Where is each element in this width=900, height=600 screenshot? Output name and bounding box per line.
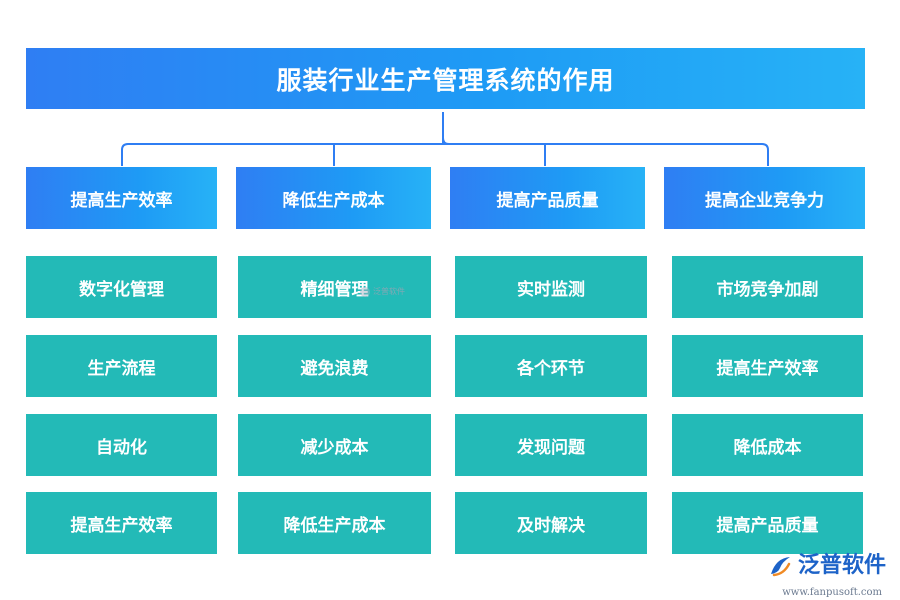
watermark-icon [360,286,370,297]
item-col2-row1: 精细管理 [238,256,431,318]
item-col1-row1: 数字化管理 [26,256,217,318]
logo-url: www.fanpusoft.com [782,587,882,598]
brand-logo: 泛普软件 [768,554,886,578]
category-header-2: 降低生产成本 [236,167,431,229]
category-header-1: 提高生产效率 [26,167,217,229]
item-col2-row4: 降低生产成本 [238,492,431,554]
logo-name: 泛普软件 [797,553,886,578]
item-col4-row4: 提高产品质量 [672,492,863,554]
item-col1-row2: 生产流程 [26,335,217,397]
item-col3-row3: 发现问题 [455,414,647,476]
item-col3-row2: 各个环节 [455,335,647,397]
item-col3-row1: 实时监测 [455,256,647,318]
item-col2-row3: 减少成本 [238,414,431,476]
connector-bracket [121,143,769,166]
item-col1-row4: 提高生产效率 [26,492,217,554]
category-header-3: 提高产品质量 [450,167,645,229]
item-col4-row2: 提高生产效率 [672,335,863,397]
diagram-title: 服装行业生产管理系统的作用 [26,48,865,109]
item-col2-row2: 避免浪费 [238,335,431,397]
fanpu-logo-icon [770,557,791,577]
item-col4-row3: 降低成本 [672,414,863,476]
item-col3-row4: 及时解决 [455,492,647,554]
item-col4-row1: 市场竞争加剧 [672,256,863,318]
watermark: 泛普软件 [360,286,405,297]
item-col1-row3: 自动化 [26,414,217,476]
category-header-4: 提高企业竞争力 [664,167,865,229]
